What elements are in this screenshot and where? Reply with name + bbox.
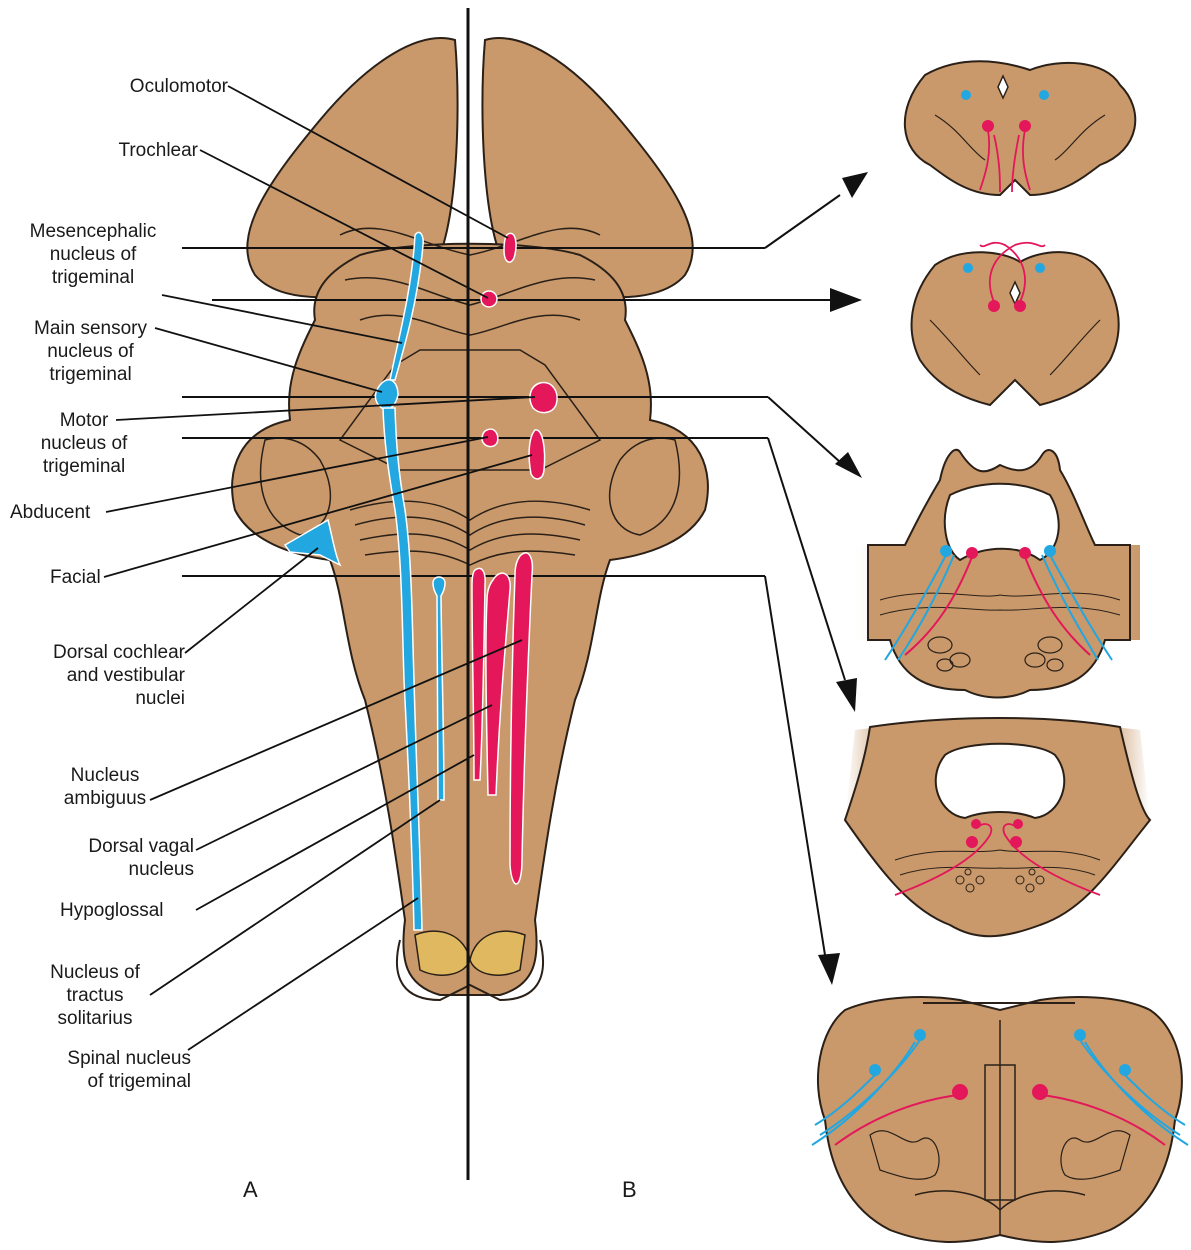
label-motor-nucleus: Motor nucleus of trigeminal (40, 409, 128, 478)
brainstem-body (232, 244, 708, 995)
label-facial: Facial (50, 566, 101, 589)
label-mesencephalic-nucleus: Mesencephalic nucleus of trigeminal (18, 220, 168, 289)
brainstem-dorsal-view (232, 38, 708, 995)
trochlear-nucleus (481, 291, 497, 307)
label-abducent: Abducent (10, 501, 90, 524)
label-nucleus-ambiguus: Nucleus ambiguus (55, 764, 155, 810)
section-pons-level (855, 450, 1140, 698)
label-hypoglossal: Hypoglossal (60, 899, 164, 922)
section-lower-pons-level (845, 718, 1150, 936)
label-trochlear: Trochlear (118, 139, 198, 162)
label-main-sensory-nucleus: Main sensory nucleus of trigeminal (18, 317, 163, 386)
section-trochlear-level (912, 243, 1119, 405)
label-tractus-solitarius: Nucleus of tractus solitarius (30, 961, 160, 1030)
panel-label-a: A (243, 1177, 258, 1203)
section-oculomotor-level (905, 61, 1135, 195)
section-medulla-level (812, 997, 1188, 1242)
label-oculomotor: Oculomotor (130, 75, 228, 98)
label-spinal-trigeminal: Spinal nucleus of trigeminal (67, 1047, 191, 1093)
label-dorsal-vagal-nucleus: Dorsal vagal nucleus (88, 835, 194, 881)
panel-label-b: B (622, 1177, 637, 1203)
label-dorsal-cochlear-vestibular: Dorsal cochlear and vestibular nuclei (53, 641, 185, 710)
